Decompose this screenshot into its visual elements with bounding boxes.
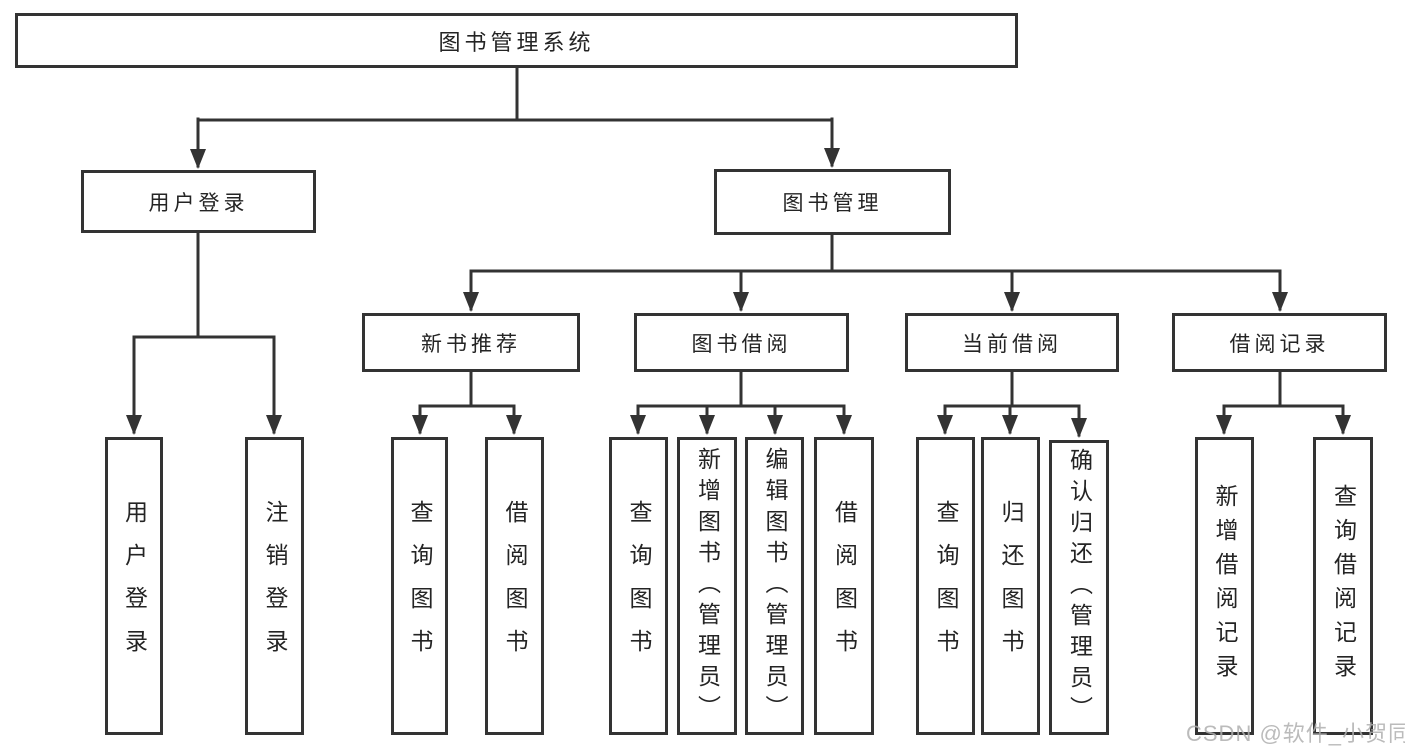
leaf-br-query-record-label: 查询借阅记录: [1330, 484, 1357, 688]
node-borrow-record-label: 借阅记录: [1229, 332, 1330, 356]
leaf-nb-query-book: 查询图书: [391, 437, 448, 735]
connector-book-mgmt-trunk: [469, 233, 1282, 273]
leaf-br-add-record-label: 新增借阅记录: [1212, 484, 1238, 688]
leaf-cb-return-book-label: 归还图书: [998, 500, 1024, 672]
leaf-bb-add-book-admin-label: 新增图书（管理员）: [694, 446, 721, 726]
leaf-cb-return-book: 归还图书: [981, 437, 1040, 735]
leaf-nb-borrow-book: 借阅图书: [485, 437, 544, 735]
leaf-logout: 注销登录: [245, 437, 304, 735]
connector-book-borrow-trunk: [636, 370, 846, 408]
csdn-watermark: CSDN @软件_小贺同学: [1186, 721, 1405, 746]
leaf-bb-borrow-book: 借阅图书: [814, 437, 874, 735]
leaf-user-login: 用户登录: [105, 437, 163, 735]
connector-current-borrow-trunk: [943, 370, 1081, 408]
leaf-nb-borrow-book-label: 借阅图书: [502, 500, 528, 672]
leaf-user-login-label: 用户登录: [121, 500, 148, 672]
node-book-mgmt: 图书管理: [714, 169, 951, 235]
leaf-bb-edit-book-admin: 编辑图书（管理员）: [745, 437, 804, 735]
node-borrow-record: 借阅记录: [1172, 313, 1387, 372]
node-current-borrow-label: 当前借阅: [962, 332, 1062, 356]
leaf-br-add-record: 新增借阅记录: [1195, 437, 1254, 735]
connector-user-login-trunk: [132, 231, 276, 339]
leaf-bb-query-book-label: 查询图书: [626, 500, 652, 672]
leaf-bb-borrow-book-label: 借阅图书: [831, 500, 858, 672]
node-book-borrow-label: 图书借阅: [691, 332, 792, 356]
leaf-logout-label: 注销登录: [262, 500, 288, 672]
node-current-borrow: 当前借阅: [905, 313, 1119, 372]
leaf-bb-add-book-admin: 新增图书（管理员）: [677, 437, 737, 735]
connector-root-trunk: [196, 66, 834, 122]
leaf-cb-confirm-return-admin: 确认归还（管理员）: [1049, 440, 1109, 735]
node-user-login-label: 用户登录: [148, 191, 249, 215]
connector-borrow-record-trunk: [1222, 370, 1345, 408]
connector-new-book-trunk: [418, 370, 516, 408]
leaf-bb-query-book: 查询图书: [609, 437, 668, 735]
node-new-book-label: 新书推荐: [421, 332, 521, 356]
node-book-mgmt-label: 图书管理: [782, 192, 883, 215]
node-root: 图书管理系统: [15, 13, 1018, 68]
leaf-cb-query-book: 查询图书: [916, 437, 975, 735]
node-new-book: 新书推荐: [362, 313, 580, 372]
leaf-bb-edit-book-admin-label: 编辑图书（管理员）: [762, 446, 788, 726]
node-user-login: 用户登录: [81, 170, 316, 233]
node-book-borrow: 图书借阅: [634, 313, 849, 372]
leaf-cb-confirm-return-admin-label: 确认归还（管理员）: [1066, 448, 1093, 727]
leaf-br-query-record: 查询借阅记录: [1313, 437, 1373, 735]
node-root-label: 图书管理系统: [438, 29, 595, 55]
leaf-nb-query-book-label: 查询图书: [407, 500, 433, 672]
leaf-cb-query-book-label: 查询图书: [933, 500, 959, 672]
